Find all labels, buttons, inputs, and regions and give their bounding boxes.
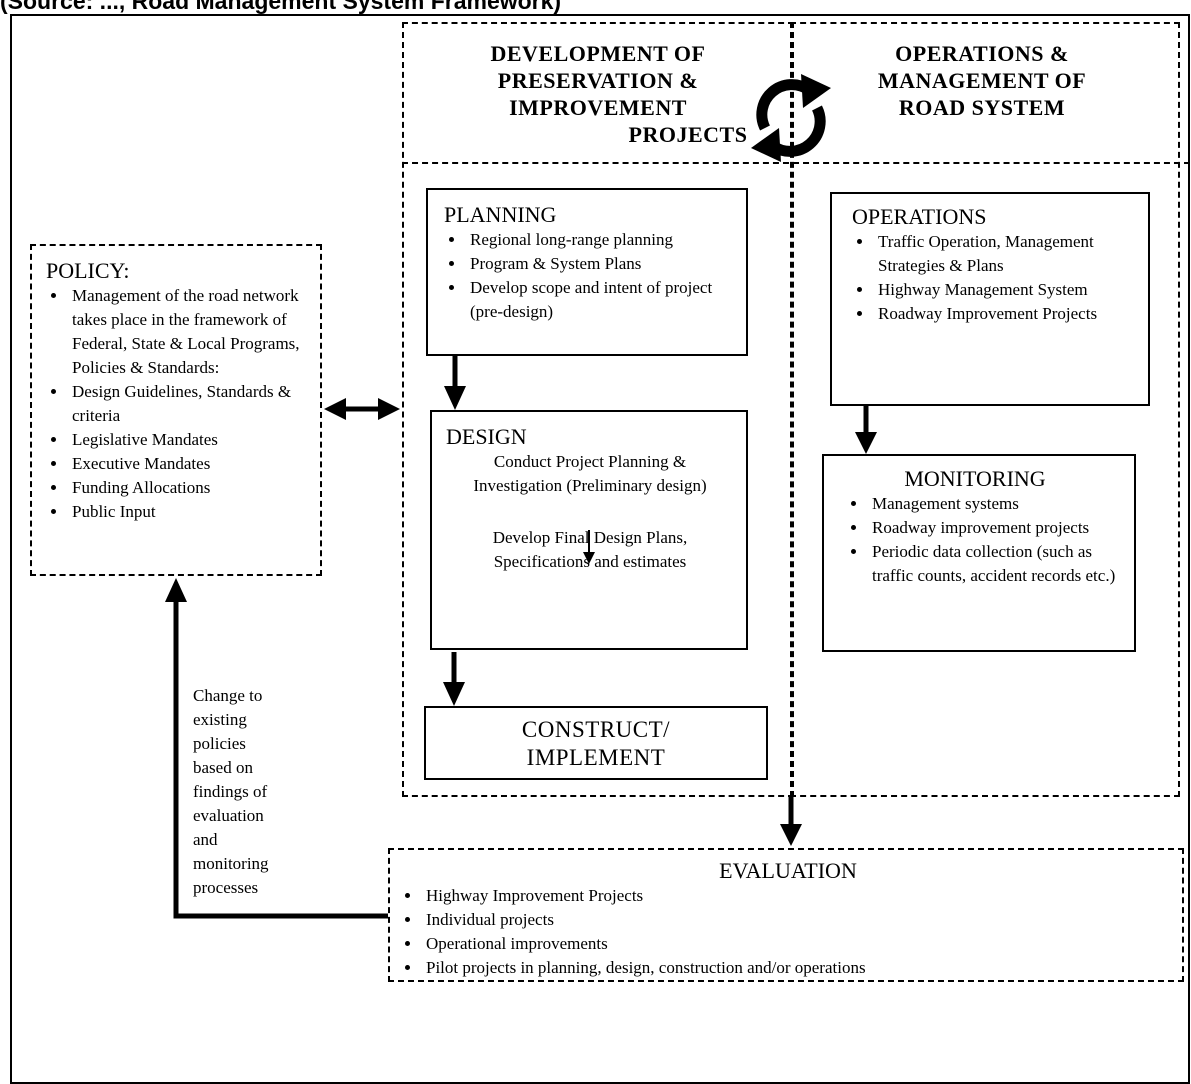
monitoring-item: Management systems: [868, 492, 1124, 516]
development-header-line-4: PROJECTS: [628, 122, 748, 147]
development-header: DEVELOPMENT OF PRESERVATION & IMPROVEMEN…: [412, 40, 784, 148]
construct-line-1: CONSTRUCT/: [521, 717, 671, 742]
feedback-note-line: existing: [193, 710, 247, 729]
feedback-note-line: and: [193, 830, 218, 849]
evaluation-item: Individual projects: [422, 908, 1172, 932]
construct-line-2: IMPLEMENT: [526, 745, 666, 770]
planning-item: Regional long-range planning: [466, 228, 736, 252]
policy-title: POLICY:: [46, 258, 130, 283]
monitoring-item: Roadway improvement projects: [868, 516, 1124, 540]
operations-item: Highway Management System: [874, 278, 1138, 302]
feedback-note-line: policies: [193, 734, 246, 753]
feedback-note-line: processes: [193, 878, 259, 897]
planning-item: Develop scope and intent of project (pre…: [466, 276, 736, 324]
column-header-divider: [402, 162, 1190, 164]
operations-header-line-1: OPERATIONS &: [895, 41, 1069, 66]
arrow-design-steps: [583, 530, 595, 564]
policy-item: Public Input: [68, 500, 310, 524]
monitoring-item: Periodic data collection (such as traffi…: [868, 540, 1124, 588]
feedback-note-line: findings of: [193, 782, 268, 801]
policy-list: Management of the road network takes pla…: [46, 284, 310, 524]
policy-item: Legislative Mandates: [68, 428, 310, 452]
operations-box: OPERATIONS Traffic Operation, Management…: [830, 192, 1150, 406]
cropped-caption: (Source: ..., Road Management System Fra…: [0, 0, 700, 14]
outer-frame: [10, 14, 1190, 1084]
evaluation-list: Highway Improvement Projects Individual …: [404, 884, 1172, 980]
operations-header: OPERATIONS & MANAGEMENT OF ROAD SYSTEM: [832, 40, 1132, 121]
development-header-line-3: IMPROVEMENT: [509, 95, 687, 120]
evaluation-item: Pilot projects in planning, design, cons…: [422, 956, 1172, 980]
operations-item: Traffic Operation, Management Strategies…: [874, 230, 1138, 278]
operations-list: Traffic Operation, Management Strategies…: [852, 230, 1138, 326]
evaluation-title: EVALUATION: [719, 858, 857, 883]
policy-item: Funding Allocations: [68, 476, 310, 500]
evaluation-item: Highway Improvement Projects: [422, 884, 1172, 908]
operations-title: OPERATIONS: [852, 204, 987, 229]
design-step-preliminary: Conduct Project Planning & Investigation…: [473, 452, 707, 495]
operations-column: [790, 22, 1180, 797]
arrow-policy-development-bidirectional: [324, 398, 400, 420]
policy-box: POLICY: Management of the road network t…: [30, 244, 322, 576]
evaluation-box: EVALUATION Highway Improvement Projects …: [388, 848, 1184, 982]
cropped-caption-text: (Source: ..., Road Management System Fra…: [0, 0, 562, 14]
feedback-note: Change to existing policies based on fin…: [193, 684, 313, 900]
policy-item: Design Guidelines, Standards & criteria: [68, 380, 310, 428]
planning-list: Regional long-range planning Program & S…: [444, 228, 736, 324]
feedback-note-line: monitoring: [193, 854, 269, 873]
arrow-evaluation-to-policy: [165, 578, 388, 919]
arrow-design-to-construct: [443, 652, 465, 706]
development-column: [402, 22, 794, 797]
construct-box: CONSTRUCT/ IMPLEMENT: [424, 706, 768, 780]
monitoring-title: MONITORING: [904, 466, 1046, 491]
operations-header-line-3: ROAD SYSTEM: [898, 95, 1066, 120]
feedback-note-line: Change to: [193, 686, 263, 705]
development-header-line-2: PRESERVATION &: [497, 68, 699, 93]
arrow-planning-to-design: [444, 356, 466, 410]
monitoring-list: Management systems Roadway improvement p…: [846, 492, 1124, 588]
monitoring-box: MONITORING Management systems Roadway im…: [822, 454, 1136, 652]
operations-header-line-2: MANAGEMENT OF: [877, 68, 1087, 93]
policy-item: Management of the road network takes pla…: [68, 284, 310, 380]
feedback-note-line: based on: [193, 758, 253, 777]
planning-item: Program & System Plans: [466, 252, 736, 276]
arrow-operations-to-monitoring: [855, 406, 877, 454]
design-title: DESIGN: [446, 424, 527, 449]
evaluation-item: Operational improvements: [422, 932, 1172, 956]
planning-box: PLANNING Regional long-range planning Pr…: [426, 188, 748, 356]
cycle-arrows-icon: [751, 74, 831, 162]
policy-item: Executive Mandates: [68, 452, 310, 476]
planning-title: PLANNING: [444, 202, 557, 227]
operations-item: Roadway Improvement Projects: [874, 302, 1138, 326]
development-header-line-1: DEVELOPMENT OF: [490, 41, 706, 66]
feedback-note-line: evaluation: [193, 806, 264, 825]
arrow-to-evaluation: [780, 797, 802, 846]
